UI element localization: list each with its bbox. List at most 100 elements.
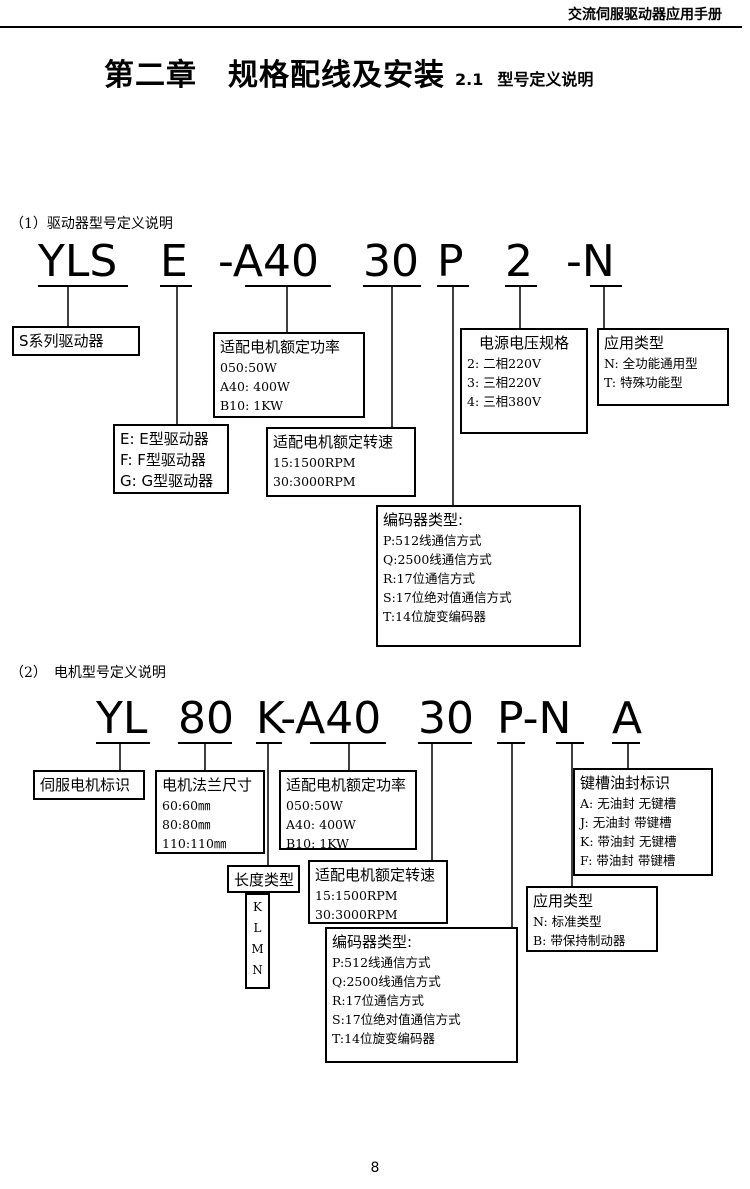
driver-speed-box: 适配电机额定转速 15:1500RPM 30:3000RPM: [266, 427, 416, 497]
motor-length-item: K: [253, 900, 262, 914]
motor-code-80: 80: [178, 693, 234, 744]
driver-type-item: F: F型驱动器: [120, 451, 206, 469]
section-title: 型号定义说明: [497, 70, 594, 89]
driver-code-30: 30: [363, 236, 419, 287]
motor-length-title: 长度类型: [234, 871, 295, 889]
motor-length-item: N: [252, 963, 263, 977]
driver-encoder-item: P:512线通信方式: [383, 533, 482, 548]
driver-code-2: 2: [505, 236, 533, 287]
motor-encoder-box: 编码器类型: P:512线通信方式 Q:2500线通信方式 R:17位通信方式 …: [325, 927, 518, 1063]
driver-code-p: P: [437, 236, 464, 287]
motor-encoder-item: S:17位绝对值通信方式: [332, 1012, 461, 1027]
underline: [38, 285, 128, 287]
motor-power-box: 适配电机额定功率 050:50W A40: 400W B10: 1KW: [279, 770, 417, 851]
driver-series-label: S系列驱动器: [19, 332, 104, 350]
motor-length-item: L: [253, 921, 262, 935]
underline: [96, 742, 150, 744]
motor-series-box: 伺服电机标识: [33, 770, 145, 800]
driver-voltage-item: 3: 三相220V: [467, 375, 542, 390]
motor-seal-item: A: 无油封 无键槽: [580, 796, 677, 811]
driver-type-item: G: G型驱动器: [120, 472, 214, 490]
motor-app-item: N: 标准类型: [533, 914, 602, 929]
motor-encoder-title: 编码器类型:: [332, 933, 413, 951]
driver-type-box: E: E型驱动器 F: F型驱动器 G: G型驱动器: [113, 424, 229, 494]
driver-app-item: N: 全功能通用型: [604, 356, 698, 371]
driver-voltage-item: 4: 三相380V: [467, 394, 542, 409]
motor-flange-title: 电机法兰尺寸: [162, 776, 253, 794]
motor-app-item: B: 带保持制动器: [533, 933, 626, 948]
motor-power-item: B10: 1KW: [286, 836, 349, 851]
driver-power-item: B10: 1KW: [220, 398, 283, 413]
driver-power-item: 050:50W: [220, 360, 277, 375]
underline: [590, 285, 622, 287]
motor-length-item: M: [251, 942, 264, 956]
motor-seal-item: F: 带油封 带键槽: [580, 853, 676, 868]
driver-speed-title: 适配电机额定转速: [273, 433, 394, 451]
underline: [363, 285, 421, 287]
motor-power-item: 050:50W: [286, 798, 343, 813]
motor-power-item: A40: 400W: [286, 817, 356, 832]
motor-encoder-item: R:17位通信方式: [332, 993, 425, 1008]
motor-seal-item: K: 带油封 无键槽: [580, 834, 677, 849]
motor-app-box: 应用类型 N: 标准类型 B: 带保持制动器: [526, 886, 658, 952]
driver-speed-item: 30:3000RPM: [273, 474, 356, 489]
motor-code-k-a40: K-A40: [256, 693, 382, 744]
motor-power-title: 适配电机额定功率: [286, 776, 407, 794]
motor-seal-title: 键槽油封标识: [580, 774, 671, 792]
driver-app-title: 应用类型: [604, 334, 665, 352]
driver-code-a40: -A40: [218, 236, 319, 287]
page-number: 8: [370, 1160, 380, 1176]
motor-seal-box: 键槽油封标识 A: 无油封 无键槽 J: 无油封 带键槽 K: 带油封 无键槽 …: [573, 768, 713, 876]
motor-length-list: K L M N: [245, 893, 270, 989]
motor-speed-item: 30:3000RPM: [315, 907, 398, 922]
section-number: 2.1: [455, 70, 484, 89]
underline: [256, 742, 282, 744]
driver-voltage-box: 电源电压规格 2: 二相220V 3: 三相220V 4: 三相380V: [460, 328, 588, 434]
driver-app-item: T: 特殊功能型: [604, 375, 683, 390]
header-rule: [0, 26, 742, 28]
driver-power-title: 适配电机额定功率: [220, 338, 341, 356]
motor-heading: （2） 电机型号定义说明: [10, 665, 166, 681]
motor-code-p-n: P-N: [497, 693, 572, 744]
underline: [556, 742, 584, 744]
motor-speed-title: 适配电机额定转速: [315, 866, 436, 884]
driver-speed-item: 15:1500RPM: [273, 455, 356, 470]
driver-code-e: E: [160, 236, 188, 287]
motor-flange-box: 电机法兰尺寸 60:60㎜ 80:80㎜ 110:110㎜: [155, 770, 265, 854]
motor-encoder-item: P:512线通信方式: [332, 955, 431, 970]
underline: [505, 285, 537, 287]
driver-encoder-item: Q:2500线通信方式: [383, 552, 492, 567]
section-heading: 2.1 型号定义说明: [455, 70, 593, 89]
motor-length-box: 长度类型: [227, 865, 300, 893]
driver-voltage-item: 2: 二相220V: [467, 356, 542, 371]
manual-title: 交流伺服驱动器应用手册: [568, 7, 722, 23]
underline: [245, 285, 331, 287]
motor-code-a: A: [612, 693, 643, 744]
driver-power-item: A40: 400W: [220, 379, 290, 394]
motor-speed-box: 适配电机额定转速 15:1500RPM 30:3000RPM: [308, 860, 448, 924]
underline: [310, 742, 386, 744]
motor-encoder-item: Q:2500线通信方式: [332, 974, 441, 989]
driver-heading: （1）驱动器型号定义说明: [10, 216, 173, 232]
driver-encoder-item: S:17位绝对值通信方式: [383, 590, 512, 605]
driver-power-box: 适配电机额定功率 050:50W A40: 400W B10: 1KW: [213, 332, 365, 418]
motor-speed-item: 15:1500RPM: [315, 888, 398, 903]
motor-flange-item: 60:60㎜: [162, 798, 211, 813]
underline: [437, 285, 469, 287]
underline: [418, 742, 472, 744]
motor-seal-item: J: 无油封 带键槽: [580, 815, 672, 830]
underline: [612, 742, 640, 744]
motor-flange-item: 80:80㎜: [162, 817, 211, 832]
driver-app-box: 应用类型 N: 全功能通用型 T: 特殊功能型: [597, 328, 729, 406]
motor-code-yl: YL: [96, 693, 148, 744]
driver-encoder-item: R:17位通信方式: [383, 571, 476, 586]
underline: [178, 742, 232, 744]
driver-encoder-box: 编码器类型: P:512线通信方式 Q:2500线通信方式 R:17位通信方式 …: [376, 505, 581, 647]
driver-voltage-title: 电源电压规格: [478, 334, 569, 352]
driver-encoder-item: T:14位旋变编码器: [383, 609, 487, 624]
motor-code-30: 30: [418, 693, 474, 744]
driver-type-item: E: E型驱动器: [120, 430, 209, 448]
underline: [497, 742, 525, 744]
motor-series-label: 伺服电机标识: [40, 776, 131, 794]
